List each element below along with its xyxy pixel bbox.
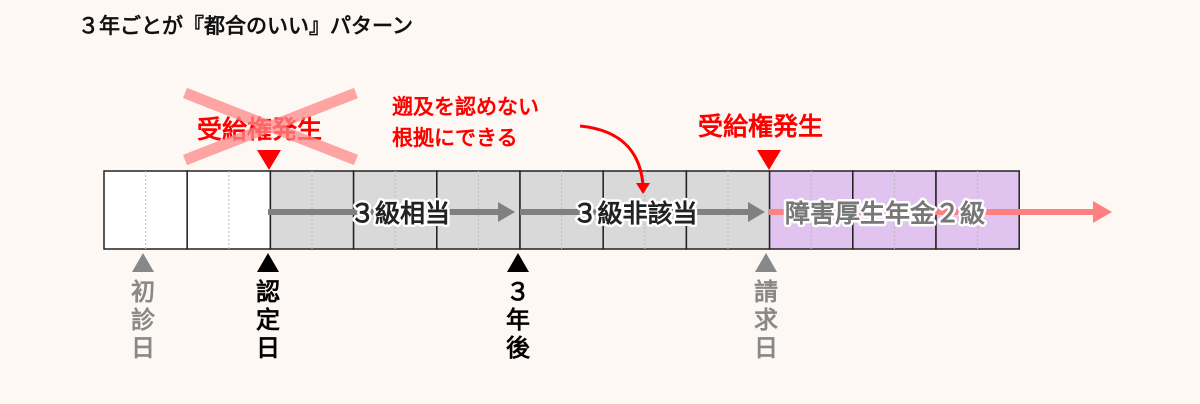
marker-label-char: 診 xyxy=(131,306,156,334)
marker-label-char: 求 xyxy=(754,306,778,334)
annotation-line2: 根拠にできる xyxy=(392,126,518,150)
marker-label-char: 日 xyxy=(754,334,778,362)
marker-label-char: 後 xyxy=(506,334,531,362)
period-arrows xyxy=(268,201,1112,223)
cross-out-icon xyxy=(182,87,359,166)
marker-label-char: 年 xyxy=(506,306,530,334)
marker-label-char: 日 xyxy=(256,334,280,362)
annotation-arrow-icon xyxy=(579,124,645,186)
marker-label-char: 認 xyxy=(256,278,280,306)
marker-triangle-icon xyxy=(507,253,529,272)
timeline-cell xyxy=(103,170,188,250)
onset-marker-triangle-icon xyxy=(757,150,781,170)
marker-label-char: 定 xyxy=(256,306,280,334)
marker-triangle-icon xyxy=(257,253,279,272)
marker-label-char: 日 xyxy=(131,334,155,362)
period-label-non-grade3: ３級非該当 xyxy=(572,199,697,228)
annotation-arrowhead-icon xyxy=(636,183,650,194)
diagram-title: ３年ごとが『都合のいい』パターン xyxy=(78,14,413,38)
marker-label-char: 請 xyxy=(754,278,778,306)
timeline-cell xyxy=(186,170,272,250)
marker-label-char: 初 xyxy=(131,278,155,306)
marker-triangle-icon xyxy=(755,253,777,272)
onset-marker-triangle-icon xyxy=(257,150,281,170)
onset-label: 受給権発生 xyxy=(698,112,823,141)
annotation-line1: 遡及を認めない xyxy=(392,95,539,119)
marker-label-char: ３ xyxy=(506,278,530,306)
period-label-grade3: ３級相当 xyxy=(350,199,450,228)
period-label-grade2-pension: 障害厚生年金２級 xyxy=(785,199,985,228)
marker-triangle-icon xyxy=(132,253,154,272)
